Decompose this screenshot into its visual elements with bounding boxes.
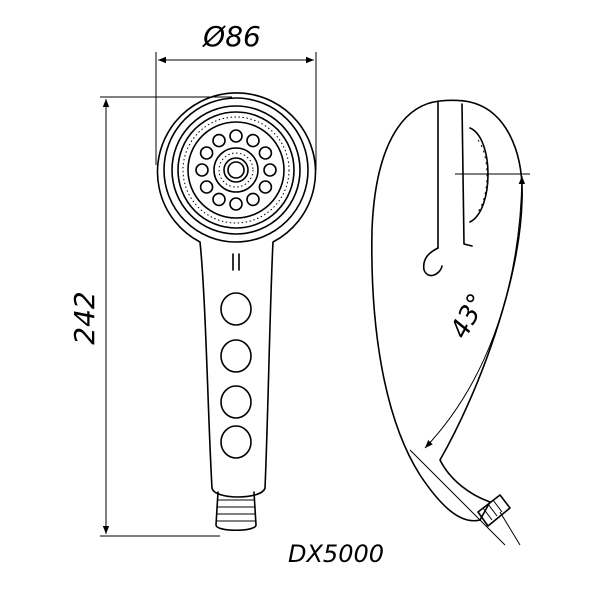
nozzle (229, 129, 243, 143)
side-connector (477, 494, 511, 527)
head-ring-3 (187, 121, 285, 219)
nozzle (195, 163, 209, 177)
nozzle (246, 192, 260, 207)
diameter-dimension: Ø86 (155, 20, 317, 170)
head-ring-2 (177, 111, 295, 229)
length-dimension: 242 (68, 96, 232, 537)
head-ring-inner (213, 147, 259, 193)
nozzle-ring (195, 129, 277, 211)
hose-connector (215, 491, 257, 532)
angle-label: 43° (445, 289, 493, 344)
grip-oval (220, 425, 252, 459)
head-ring-1 (171, 105, 301, 235)
nozzle (258, 180, 273, 194)
nozzle (212, 133, 226, 148)
center-dots (218, 152, 254, 188)
nozzle (212, 192, 226, 207)
nozzle (229, 197, 243, 211)
center-outer (223, 157, 249, 183)
handle-outline (156, 92, 317, 498)
grip-oval (220, 339, 252, 373)
front-view (156, 92, 317, 532)
grip-oval (220, 385, 252, 419)
side-connector-thread (482, 499, 503, 521)
side-hook (422, 247, 443, 277)
side-nozzle-dome (469, 127, 489, 223)
head-ring-dots (182, 116, 290, 224)
side-view (371, 99, 523, 546)
nozzle (199, 180, 214, 194)
head-ring-outer (163, 97, 309, 243)
nozzle (246, 133, 260, 148)
neck-slot (232, 253, 240, 271)
angle-dimension: 43° (409, 173, 530, 546)
nozzle (258, 146, 273, 160)
center-inner (227, 161, 245, 179)
connector-thread (217, 499, 255, 522)
side-nozzle-dots (477, 139, 488, 213)
nozzle (263, 163, 277, 177)
nozzle (199, 146, 214, 160)
model-label: DX5000 (288, 540, 384, 568)
diameter-label: Ø86 (202, 20, 261, 53)
side-body-outline (371, 99, 523, 522)
side-axis (499, 511, 521, 546)
length-label: 242 (68, 291, 101, 344)
grip-oval (220, 292, 252, 326)
